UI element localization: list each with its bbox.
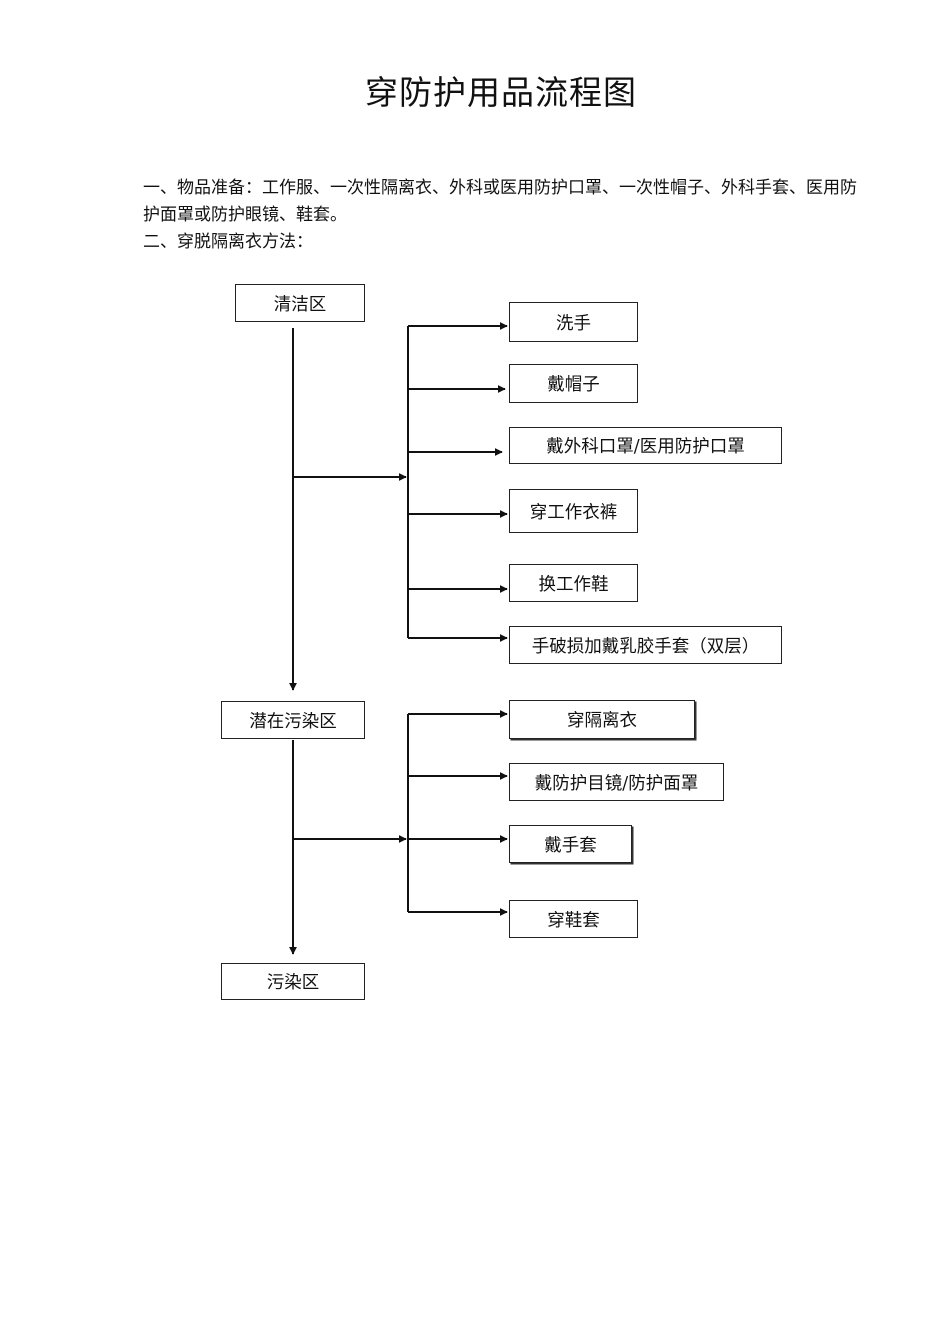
zone-potential-contamination: 潜在污染区 (221, 701, 365, 739)
step-wear-gloves: 戴手套 (509, 825, 632, 863)
step-change-shoes: 换工作鞋 (509, 564, 638, 602)
intro-text: 一、物品准备：工作服、一次性隔离衣、外科或医用防护口罩、一次性帽子、外科手套、医… (143, 175, 863, 256)
zone-clean: 清洁区 (235, 284, 365, 322)
step-wear-mask: 戴外科口罩/医用防护口罩 (509, 427, 782, 464)
step-wear-shoe-covers: 穿鞋套 (509, 900, 638, 938)
step-double-gloves: 手破损加戴乳胶手套（双层） (509, 626, 782, 664)
intro-item-method: 二、穿脱隔离衣方法： (143, 232, 313, 252)
step-wash-hands: 洗手 (509, 302, 638, 342)
step-wear-goggles: 戴防护目镜/防护面罩 (509, 763, 724, 801)
step-wear-workwear: 穿工作衣裤 (509, 489, 638, 533)
step-wear-cap: 戴帽子 (509, 364, 638, 403)
page-title: 穿防护用品流程图 (365, 73, 637, 112)
zone-contaminated: 污染区 (221, 963, 365, 1000)
step-wear-gown: 穿隔离衣 (509, 700, 695, 739)
intro-item-supplies: 一、物品准备：工作服、一次性隔离衣、外科或医用防护口罩、一次性帽子、外科手套、医… (143, 178, 857, 225)
